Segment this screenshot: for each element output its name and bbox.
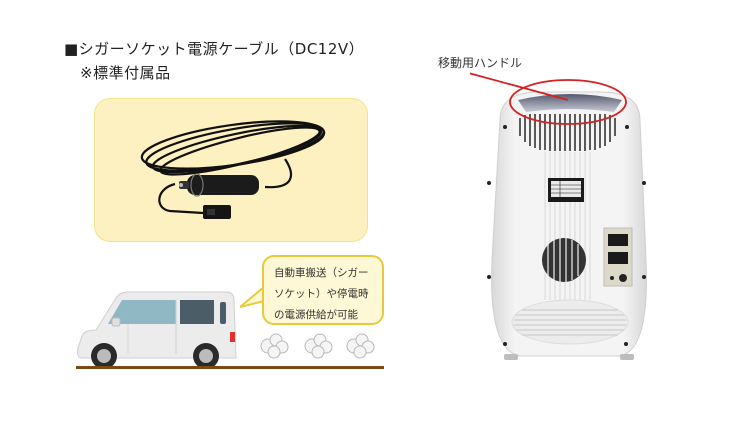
callout-line-2: ソケット）や停電時 — [274, 288, 369, 300]
bottom-vent — [514, 309, 626, 336]
callout-tail — [240, 286, 265, 308]
car-illustration — [77, 291, 237, 369]
callout-line-1: 自動車搬送（シガー — [274, 267, 369, 279]
callout-line-3: の電源供給が可能 — [274, 309, 358, 321]
section-title: ■シガーソケット電源ケーブル（DC12V） — [64, 40, 365, 58]
power-switch-ac — [608, 234, 628, 246]
cable-image-panel — [94, 98, 368, 242]
exhaust-puff-3 — [346, 333, 375, 359]
callout-bubble: 自動車搬送（シガー ソケット）や停電時 の電源供給が可能 — [262, 255, 384, 325]
section-subtitle: ※標準付属品 — [80, 64, 171, 82]
handle-label: 移動用ハンドル — [438, 56, 523, 70]
exhaust-puff-1 — [260, 333, 289, 359]
handle-highlight-ellipse — [509, 79, 627, 125]
fridge-rear-illustration — [470, 72, 647, 360]
handle-pointer-line — [470, 72, 569, 101]
dc-input-jack — [619, 274, 627, 282]
fan-grill — [542, 238, 586, 282]
power-switch-dc — [608, 252, 628, 264]
power-cable-illustration — [140, 120, 326, 219]
exhaust-puffs — [260, 333, 375, 359]
top-vent — [519, 114, 616, 151]
ground-line — [76, 366, 384, 369]
exhaust-puff-2 — [304, 333, 333, 359]
